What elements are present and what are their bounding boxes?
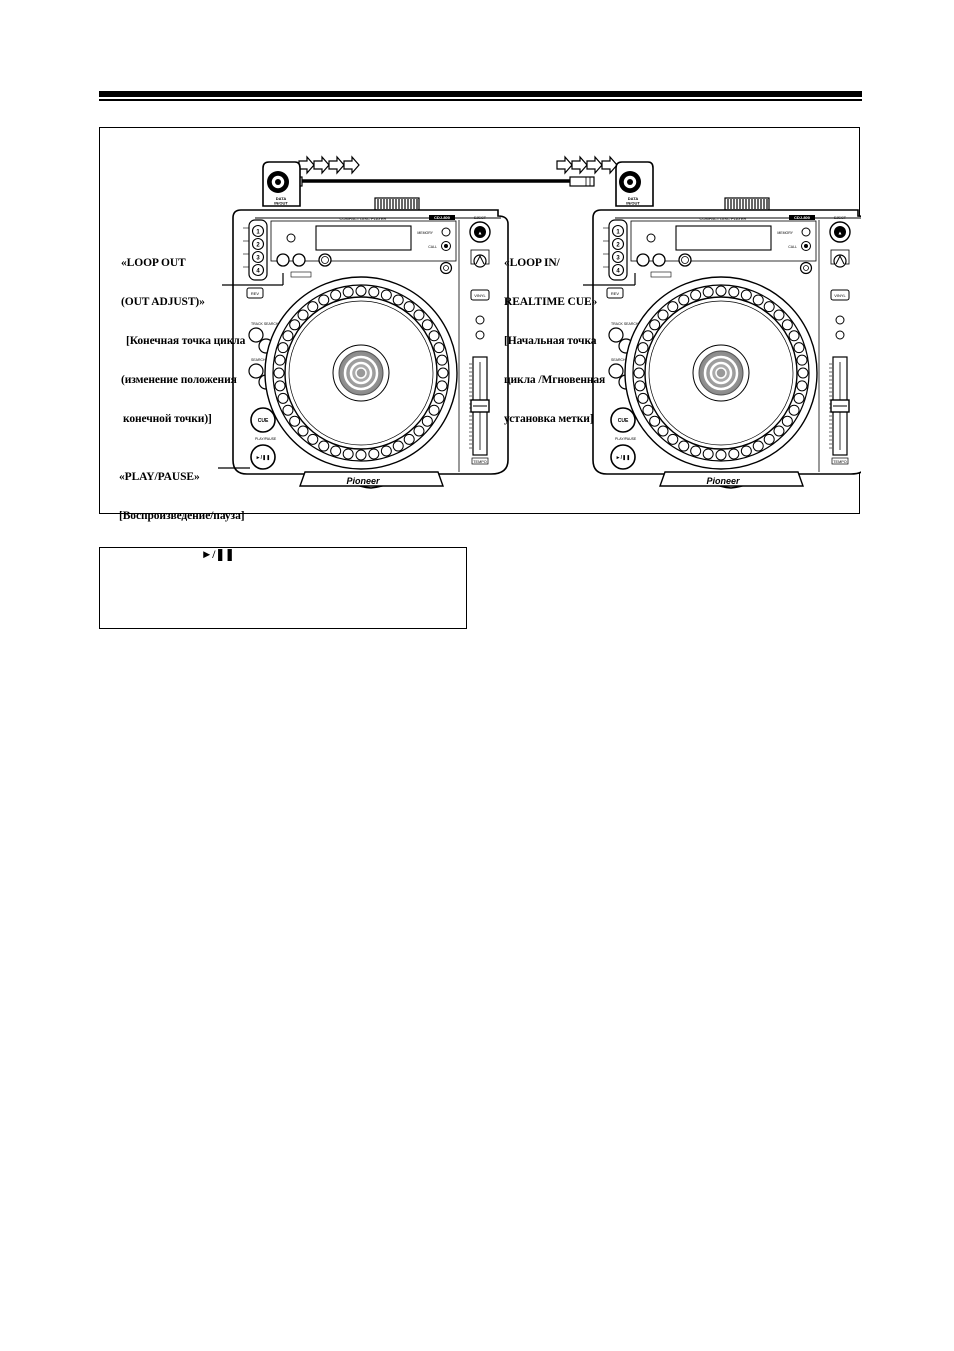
header-rule-thin	[99, 99, 862, 101]
data-jack-right: DATA IN/OUT	[615, 161, 654, 207]
loop-in-desc-2: цикла /Мгновенная	[504, 374, 606, 386]
loop-out-title-2: (OUT ADJUST)»	[121, 296, 205, 308]
loop-in-title-2: REALTIME CUE»	[504, 296, 598, 308]
label-loop-in: «LOOP IN/ REALTIME CUE» [Начальная точка…	[504, 231, 605, 452]
label-loop-out: «LOOP OUT (OUT ADJUST)» [Конечная точка …	[121, 231, 245, 452]
svg-text:IN/OUT: IN/OUT	[626, 201, 640, 206]
loop-out-title-1: «LOOP OUT	[121, 257, 186, 269]
note-box	[99, 547, 467, 629]
play-pause-symbol: ►/❚❚	[201, 549, 235, 561]
svg-text:IN/OUT: IN/OUT	[274, 201, 288, 206]
loop-in-desc-1: [Начальная точка	[504, 335, 597, 347]
svg-text:DATA: DATA	[276, 196, 287, 201]
loop-out-desc-3: конечной точки)]	[123, 413, 212, 425]
data-jack-left: DATA IN/OUT	[262, 161, 301, 207]
play-pause-title: «PLAY/PAUSE»	[119, 471, 200, 483]
loop-in-desc-3: установка метки]	[504, 413, 594, 425]
loop-out-desc-2: (изменение положения	[121, 374, 237, 386]
label-play-pause: «PLAY/PAUSE» [Воспроизведение/пауза] ►/❚…	[119, 445, 245, 588]
cdj-diagram: 1 2 3 4 COMPACT DISC PLAYER CDJ-800	[218, 155, 870, 490]
figure-frame: 1 2 3 4 COMPACT DISC PLAYER CDJ-800	[99, 127, 870, 561]
cdj-player-left	[231, 208, 510, 490]
header-rule-thick	[99, 91, 862, 97]
loop-in-title-1: «LOOP IN/	[504, 257, 560, 269]
play-pause-desc: [Воспроизведение/пауза]	[119, 510, 245, 522]
svg-text:DATA: DATA	[628, 196, 639, 201]
loop-out-desc-1: [Конечная точка цикла	[126, 335, 246, 347]
cdj-player-right	[591, 208, 870, 490]
